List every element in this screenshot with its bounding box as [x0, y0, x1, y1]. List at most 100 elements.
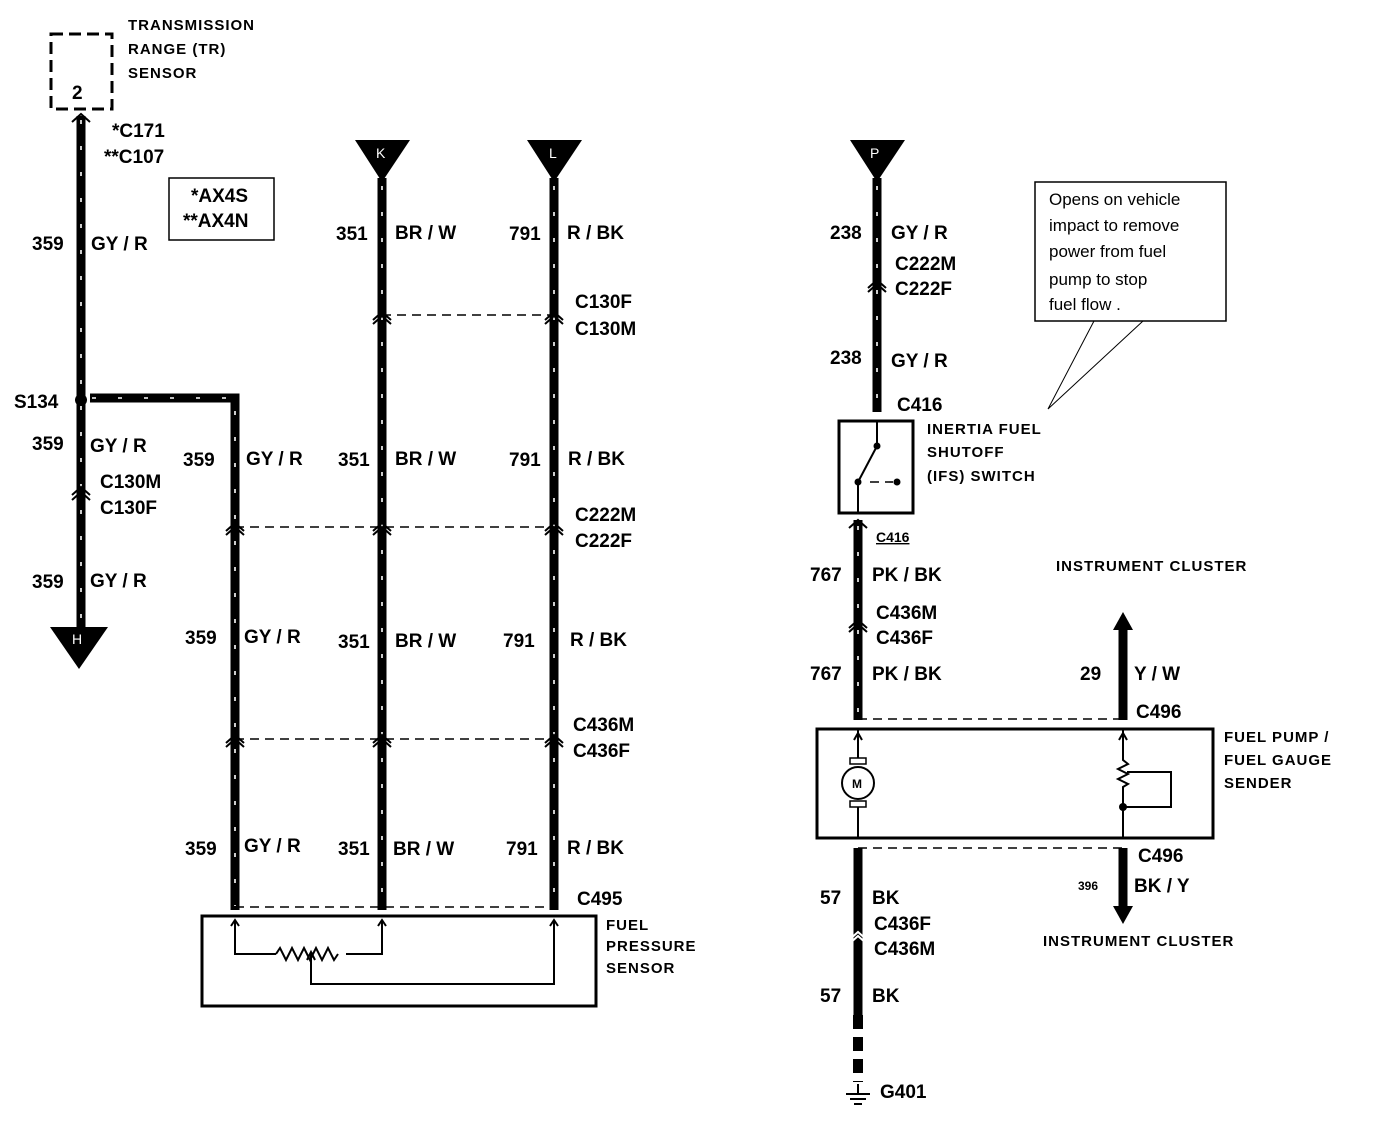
wire-359-num-5: 359: [185, 628, 217, 649]
splice-s134-label: S134: [14, 392, 59, 413]
instrument-cluster-top: INSTRUMENT CLUSTER: [1056, 558, 1247, 575]
note-line-3: power from fuel: [1049, 242, 1166, 261]
ground-icon: [846, 1084, 870, 1105]
connector-c436f-p: C436F: [876, 628, 933, 649]
wire-791-num-4: 791: [506, 839, 538, 860]
wire-791-color-4: R / BK: [567, 838, 624, 859]
wire-29-color: Y / W: [1134, 664, 1180, 685]
fuel-pump-motor: [841, 766, 875, 800]
wire-57-num-2: 57: [820, 986, 841, 1007]
connector-c171: *C171: [112, 121, 165, 142]
wire-396-color: BK / Y: [1134, 876, 1190, 897]
wire-351-num-2: 351: [338, 450, 370, 471]
offpage-arrow-l: [527, 140, 582, 182]
variant-ax4s: *AX4S: [191, 186, 248, 207]
wire-359-num-6: 359: [185, 839, 217, 860]
wire-767-color-2: PK / BK: [872, 664, 942, 685]
note-pointer: [1047, 320, 1144, 410]
splice-s134: [75, 394, 87, 406]
wire-238-num-1: 238: [830, 223, 862, 244]
wire-396-num: 396: [1078, 879, 1098, 893]
wire-359-num-3: 359: [32, 572, 64, 593]
wire-359-num-1: 359: [32, 234, 64, 255]
wire-791-num-2: 791: [509, 450, 541, 471]
ifs-switch-label-2: SHUTOFF: [927, 444, 1005, 461]
fuel-pressure-sensor-label-1: FUEL: [606, 917, 649, 934]
ifs-switch-label-3: (IFS) SWITCH: [927, 468, 1036, 485]
wire-238-color-2: GY / R: [891, 351, 948, 372]
wire-359-color-5: GY / R: [244, 627, 301, 648]
fuel-pressure-sensor-resistor: [275, 945, 339, 963]
offpage-h-label: H: [72, 631, 82, 647]
wire-29-arrow: [1113, 612, 1133, 630]
tr-sensor-label-1: TRANSMISSION: [128, 17, 255, 34]
variant-ax4n: **AX4N: [183, 211, 248, 232]
connector-c222f: C222F: [575, 531, 632, 552]
wire-791-color-2: R / BK: [568, 449, 625, 470]
wire-351-num-4: 351: [338, 839, 370, 860]
fuel-pump-motor-label: M: [852, 777, 862, 791]
connector-c496-bottom: C496: [1138, 846, 1183, 867]
wire-767-num-2: 767: [810, 664, 842, 685]
note-line-2: impact to remove: [1049, 216, 1179, 235]
offpage-l-label: L: [549, 145, 557, 161]
wire-57-num-1: 57: [820, 888, 841, 909]
connector-c416-top: C416: [897, 395, 942, 416]
wire-351-color-3: BR / W: [395, 631, 456, 652]
fuel-pump-label-2: FUEL GAUGE: [1224, 752, 1332, 769]
connector-c222f-p: C222F: [895, 279, 952, 300]
variant-box: [168, 177, 275, 241]
offpage-arrow-p: [850, 140, 905, 182]
note-line-5: fuel flow .: [1049, 295, 1121, 314]
wire-57-color-1: BK: [872, 888, 900, 909]
offpage-p-label: P: [870, 145, 879, 161]
fuel-pressure-sensor-box: [200, 914, 598, 1008]
wire-351-color-2: BR / W: [395, 449, 456, 470]
note-line-1: Opens on vehicle: [1049, 190, 1180, 209]
fuel-pump-sender-box: [815, 727, 1215, 840]
wire-791-color-3: R / BK: [570, 630, 627, 651]
connector-c436f-g: C436F: [874, 914, 931, 935]
wire-359-num-2: 359: [32, 434, 64, 455]
wire-351-color-4: BR / W: [393, 839, 454, 860]
connector-c130m-left: C130M: [100, 472, 161, 493]
wire-767-color-1: PK / BK: [872, 565, 942, 586]
wire-359-color-4: GY / R: [246, 449, 303, 470]
wire-238-num-2: 238: [830, 348, 862, 369]
wire-57-color-2: BK: [872, 986, 900, 1007]
wire-359-color-2: GY / R: [90, 436, 147, 457]
fuel-pump-label-1: FUEL PUMP /: [1224, 729, 1329, 746]
tr-sensor-dashed-box: [49, 32, 114, 111]
wire-359-color-1: GY / R: [91, 234, 148, 255]
offpage-k-label: K: [376, 145, 386, 161]
tr-sensor-pin: 2: [72, 83, 83, 104]
connector-c495: C495: [577, 889, 623, 910]
fuel-pressure-sensor-label-2: PRESSURE: [606, 938, 697, 955]
connector-c171-pin: [71, 112, 91, 123]
note-line-4: pump to stop: [1049, 270, 1147, 289]
connector-c130m: C130M: [575, 319, 636, 340]
connector-c130-left-pin: [71, 485, 91, 501]
connector-c436m: C436M: [573, 715, 634, 736]
connector-c222m-p: C222M: [895, 254, 956, 275]
wire-396-arrow: [1113, 906, 1133, 924]
instrument-cluster-bottom: INSTRUMENT CLUSTER: [1043, 933, 1234, 950]
offpage-arrow-k: [355, 140, 410, 182]
wire-359-num-4: 359: [183, 450, 215, 471]
connector-c222m: C222M: [575, 505, 636, 526]
note-callout: [1034, 181, 1227, 322]
wire-351-color-1: BR / W: [395, 223, 456, 244]
tr-sensor-label-2: RANGE (TR): [128, 41, 226, 58]
wire-359-color-3: GY / R: [90, 571, 147, 592]
connector-c107: **C107: [104, 147, 164, 168]
connector-c416-bottom: C416: [876, 529, 910, 545]
fuel-gauge-sender-resistor: [1115, 729, 1131, 838]
wire-359-color-6: GY / R: [244, 836, 301, 857]
wire-791-num-3: 791: [503, 631, 535, 652]
wire-29-num: 29: [1080, 664, 1101, 685]
ifs-switch-label-1: INERTIA FUEL: [927, 421, 1042, 438]
connector-c496-top: C496: [1136, 702, 1181, 723]
connector-c436m-g: C436M: [874, 939, 935, 960]
wire-767-num-1: 767: [810, 565, 842, 586]
